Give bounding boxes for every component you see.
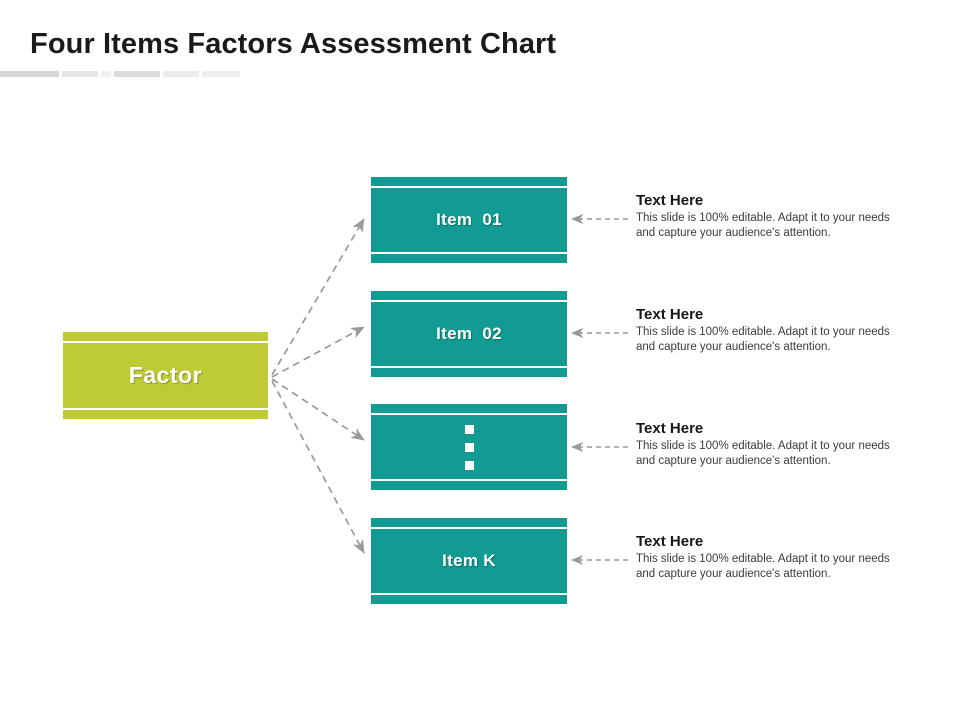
callout-4-body: This slide is 100% editable. Adapt it to…: [636, 553, 890, 581]
vertical-ellipsis-icon: [464, 424, 474, 470]
node-inset-line-top: [371, 186, 567, 188]
connector-root-to-item-3: [271, 378, 365, 441]
node-item-1[interactable]: Item 01: [371, 177, 567, 263]
decoration-segment: [201, 71, 241, 77]
ellipsis-dot: [464, 442, 474, 452]
node-inset-line-bottom: [63, 408, 268, 410]
node-inset-line-bottom: [371, 479, 567, 481]
callout-2: Text Here This slide is 100% editable. A…: [636, 306, 890, 356]
callout-1: Text Here This slide is 100% editable. A…: [636, 192, 890, 242]
title-underline-decoration: [0, 71, 241, 77]
node-item-4-label: Item K: [442, 551, 496, 570]
node-item-1-label: Item 01: [436, 210, 502, 229]
decoration-segment: [62, 71, 99, 77]
node-factor[interactable]: Factor: [63, 332, 268, 419]
node-inset-line-top: [371, 300, 567, 302]
node-factor-label: Factor: [128, 362, 203, 388]
page-title: Four Items Factors Assessment Chart: [30, 28, 557, 60]
connector-root-to-item-1: [271, 218, 365, 376]
callout-1-heading: Text Here: [636, 192, 704, 209]
connector-root-to-item-4: [271, 380, 365, 554]
ellipsis-dot: [464, 460, 474, 470]
node-item-3[interactable]: [371, 404, 567, 490]
callout-2-body: This slide is 100% editable. Adapt it to…: [636, 326, 890, 354]
node-inset-line-top: [371, 527, 567, 529]
node-inset-line-top: [371, 413, 567, 415]
node-inset-line-bottom: [371, 593, 567, 595]
ellipsis-dot: [464, 424, 474, 434]
node-item-2-label: Item 02: [436, 324, 502, 343]
node-item-2[interactable]: Item 02: [371, 291, 567, 377]
callout-3-body: This slide is 100% editable. Adapt it to…: [636, 440, 890, 468]
decoration-segment: [162, 71, 199, 77]
connector-root-to-item-2: [271, 326, 365, 378]
callout-2-heading: Text Here: [636, 306, 704, 323]
callout-1-body: This slide is 100% editable. Adapt it to…: [636, 212, 890, 240]
callout-4: Text Here This slide is 100% editable. A…: [636, 533, 890, 583]
node-inset-line-bottom: [371, 252, 567, 254]
node-item-4[interactable]: Item K: [371, 518, 567, 604]
callout-3: Text Here This slide is 100% editable. A…: [636, 420, 890, 470]
callout-4-heading: Text Here: [636, 533, 704, 550]
callout-3-heading: Text Here: [636, 420, 704, 437]
node-inset-line-top: [63, 341, 268, 343]
node-inset-line-bottom: [371, 366, 567, 368]
decoration-segment: [113, 71, 160, 77]
decoration-segment: [101, 71, 111, 77]
decoration-segment: [0, 71, 60, 77]
